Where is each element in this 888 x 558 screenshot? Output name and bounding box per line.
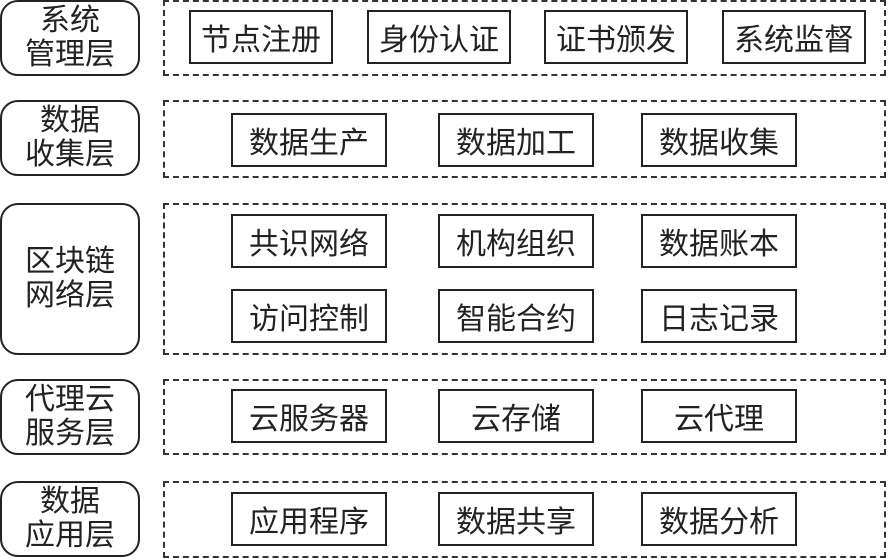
component-box: 云代理	[641, 389, 797, 443]
component-box: 智能合约	[438, 289, 594, 343]
layer-label-line: 数据	[40, 484, 100, 520]
component-box: 数据共享	[438, 492, 594, 546]
layer-label-data-collection: 数据 收集层	[0, 100, 140, 176]
component-box: 数据收集	[641, 113, 797, 167]
layer-label-line: 管理层	[25, 37, 115, 72]
component-box: 数据加工	[438, 113, 594, 167]
component-box: 数据账本	[641, 214, 797, 268]
layer-label-line: 区块链	[25, 244, 115, 280]
layer-label-data-application: 数据 应用层	[0, 481, 140, 557]
layer-container-data-collection	[163, 100, 886, 178]
layer-label-line: 代理云	[25, 382, 115, 418]
layer-container-system-management	[163, 0, 886, 76]
component-box: 数据生产	[231, 113, 387, 167]
layer-label-line: 网络层	[25, 278, 115, 313]
component-box: 身份认证	[367, 10, 511, 64]
layer-label-line: 服务层	[25, 416, 115, 451]
component-box: 云服务器	[231, 389, 387, 443]
layer-label-blockchain-network: 区块链 网络层	[0, 203, 140, 355]
component-box: 共识网络	[231, 214, 387, 268]
component-box: 云存储	[438, 389, 594, 443]
layer-label-line: 数据	[40, 103, 100, 139]
component-box: 日志记录	[641, 289, 797, 343]
layer-container-data-application	[163, 481, 886, 558]
layer-label-proxy-cloud-service: 代理云 服务层	[0, 379, 140, 455]
component-box: 应用程序	[231, 492, 387, 546]
component-box: 证书颁发	[544, 10, 688, 64]
component-box: 机构组织	[438, 214, 594, 268]
layer-label-line: 收集层	[25, 137, 115, 172]
component-box: 访问控制	[231, 289, 387, 343]
layer-container-proxy-cloud-service	[163, 379, 886, 455]
component-box: 系统监督	[722, 10, 866, 64]
component-box: 节点注册	[189, 10, 333, 64]
layer-label-line: 应用层	[25, 518, 115, 553]
layer-label-line: 系统	[40, 3, 100, 39]
layer-container-blockchain-network	[163, 203, 886, 355]
layer-label-system-management: 系统 管理层	[0, 0, 140, 76]
component-box: 数据分析	[641, 492, 797, 546]
